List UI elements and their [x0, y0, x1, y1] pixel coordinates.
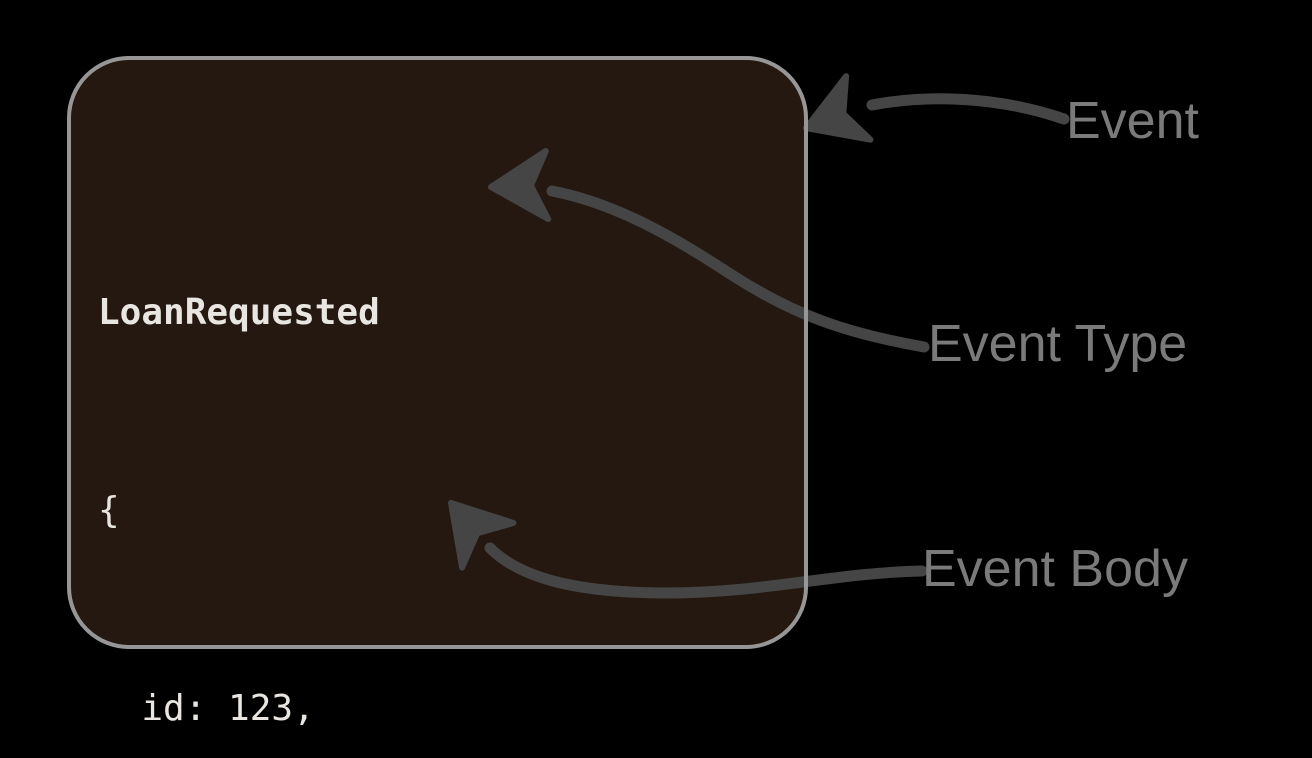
event-body-label: Event Body	[922, 540, 1188, 598]
event-type-arrow	[488, 148, 930, 353]
event-arrow	[803, 73, 1070, 143]
event-body-arrow-line	[484, 542, 928, 599]
code-line: id: 123,	[98, 688, 315, 729]
event-body-arrow	[448, 500, 928, 599]
event-type-arrowhead-icon	[488, 148, 552, 223]
event-label: Event	[1066, 92, 1199, 150]
event-type-label: Event Type	[928, 315, 1188, 373]
code-line: {	[98, 490, 120, 531]
event-arrow-line	[866, 93, 1070, 125]
event-code-block: LoanRequested { id: 123, amount: 100, bo…	[98, 148, 597, 758]
event-type-arrow-line	[546, 185, 930, 353]
event-box	[67, 56, 808, 649]
event-type-text: LoanRequested	[98, 292, 380, 333]
event-arrowhead-icon	[803, 73, 874, 143]
event-body-arrowhead-icon	[448, 500, 517, 571]
